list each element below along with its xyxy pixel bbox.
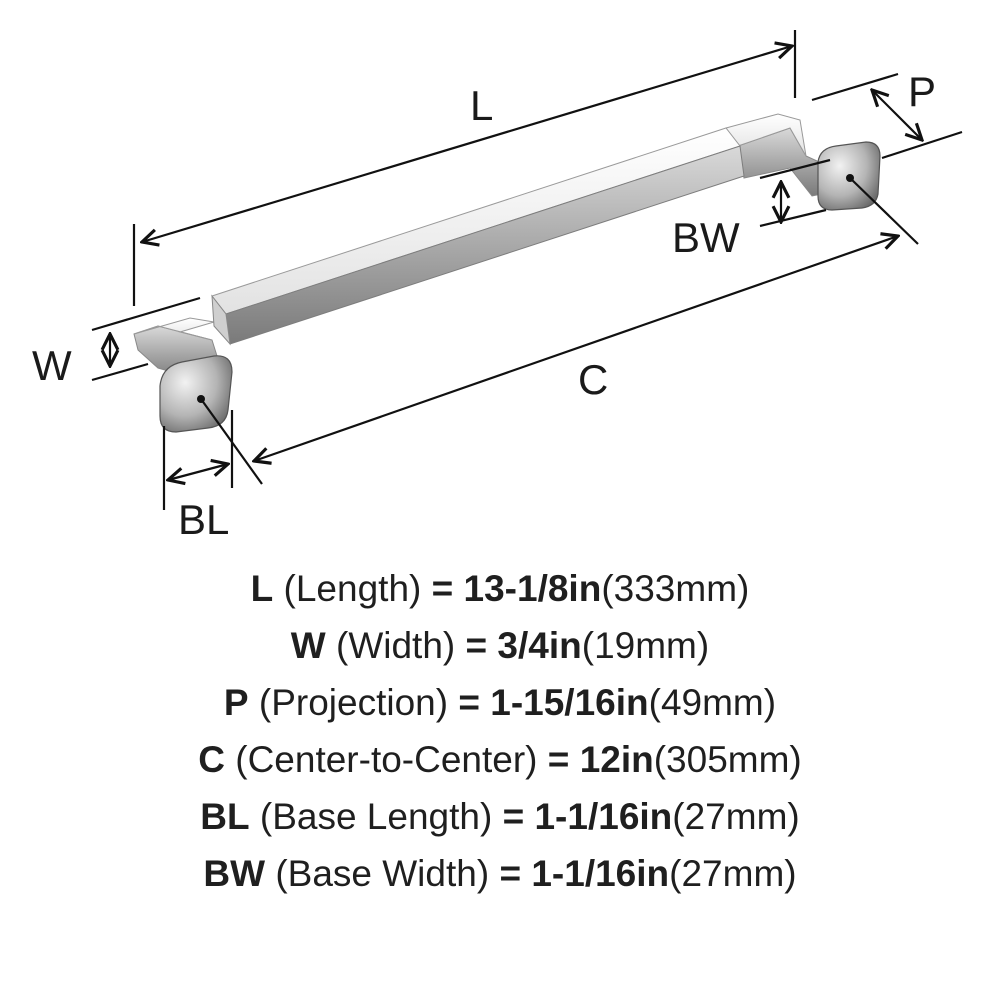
spec-metric: (27mm) bbox=[672, 796, 800, 837]
dimension-P: P bbox=[811, 68, 963, 160]
spec-projection: P (Projection) = 1-15/16in(49mm) bbox=[0, 674, 1000, 731]
dimension-C: C bbox=[200, 177, 919, 485]
label-L: L bbox=[470, 82, 493, 129]
spec-abbr: L bbox=[250, 568, 274, 609]
spec-name: (Width) bbox=[336, 625, 456, 666]
dimension-W: W bbox=[32, 296, 201, 389]
spec-width: W (Width) = 3/4in(19mm) bbox=[0, 617, 1000, 674]
equals-sign: = bbox=[431, 568, 454, 609]
spec-abbr: BL bbox=[200, 796, 250, 837]
spec-metric: (333mm) bbox=[601, 568, 750, 609]
spec-name: (Base Length) bbox=[259, 796, 493, 837]
spec-base-length: BL (Base Length) = 1-1/16in(27mm) bbox=[0, 788, 1000, 845]
cabinet-pull-handle bbox=[133, 113, 881, 433]
spec-name: (Projection) bbox=[258, 682, 449, 723]
spec-metric: (19mm) bbox=[581, 625, 710, 666]
spec-imperial: 1-1/16in bbox=[531, 853, 670, 894]
spec-metric: (305mm) bbox=[653, 739, 802, 780]
dimension-BW: BW bbox=[672, 158, 831, 261]
pull-handle-dimension-diagram: L W P C BL BW bbox=[32, 30, 963, 543]
left-base bbox=[159, 355, 233, 433]
equals-sign: = bbox=[547, 739, 570, 780]
left-leg-top bbox=[133, 317, 215, 341]
spec-name: (Length) bbox=[283, 568, 422, 609]
handle-bar-top bbox=[211, 127, 741, 315]
spec-imperial: 3/4in bbox=[497, 625, 582, 666]
spec-name: (Base Width) bbox=[275, 853, 490, 894]
dimension-L: L bbox=[132, 30, 797, 306]
spec-imperial: 1-1/16in bbox=[534, 796, 673, 837]
spec-metric: (49mm) bbox=[648, 682, 777, 723]
spec-base-width: BW (Base Width) = 1-1/16in(27mm) bbox=[0, 845, 1000, 902]
dimension-BL: BL bbox=[162, 410, 234, 543]
label-C: C bbox=[578, 356, 608, 403]
spec-imperial: 12in bbox=[579, 739, 654, 780]
equals-sign: = bbox=[499, 853, 522, 894]
label-W: W bbox=[32, 342, 72, 389]
spec-imperial: 1-15/16in bbox=[490, 682, 649, 723]
spec-center-to-center: C (Center-to-Center) = 12in(305mm) bbox=[0, 731, 1000, 788]
spec-imperial: 13-1/8in bbox=[463, 568, 602, 609]
label-P: P bbox=[908, 68, 936, 115]
spec-abbr: BW bbox=[203, 853, 266, 894]
equals-sign: = bbox=[465, 625, 488, 666]
equals-sign: = bbox=[502, 796, 525, 837]
spec-abbr: C bbox=[198, 739, 225, 780]
spec-abbr: W bbox=[290, 625, 326, 666]
specifications-list: L (Length) = 13-1/8in(333mm) W (Width) =… bbox=[0, 560, 1000, 902]
spec-abbr: P bbox=[223, 682, 249, 723]
equals-sign: = bbox=[458, 682, 480, 723]
spec-name: (Center-to-Center) bbox=[235, 739, 538, 780]
spec-length: L (Length) = 13-1/8in(333mm) bbox=[0, 560, 1000, 617]
label-BW: BW bbox=[672, 214, 740, 261]
handle-bar-end bbox=[211, 294, 231, 346]
label-BL: BL bbox=[178, 496, 229, 543]
handle-bar-front bbox=[225, 145, 745, 345]
spec-metric: (27mm) bbox=[669, 853, 797, 894]
